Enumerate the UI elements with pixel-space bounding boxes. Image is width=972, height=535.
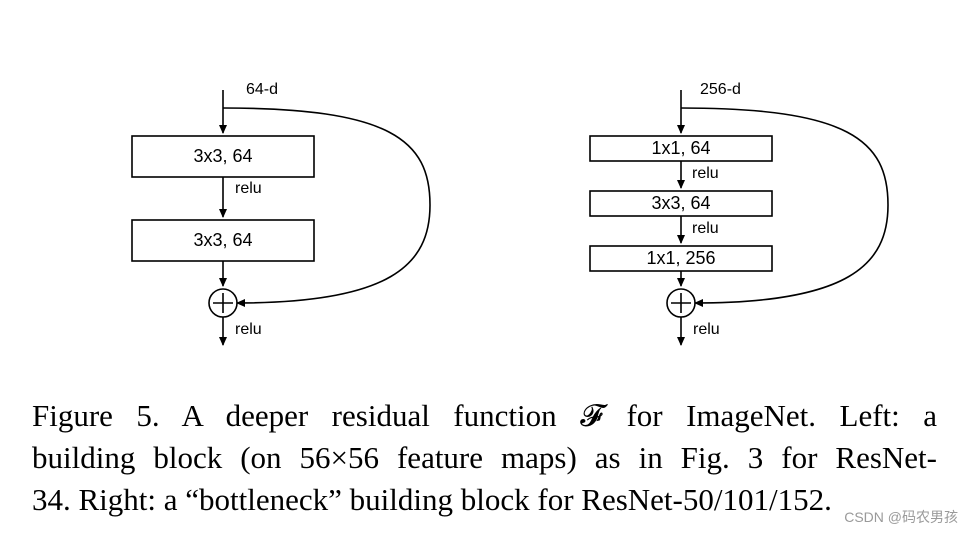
right-layer-3-label: 1x1, 256 xyxy=(646,248,715,268)
left-shortcut-connection xyxy=(222,107,431,307)
left-building-block: 64-d 3x3, 64 relu 3x3, 64 relu xyxy=(131,81,431,346)
right-shortcut-connection xyxy=(680,107,889,307)
right-layer-2-label: 3x3, 64 xyxy=(651,193,710,213)
left-relu-1-label: relu xyxy=(235,180,262,197)
figure-caption: Figure 5. A deeper residual function 𝓕 f… xyxy=(32,395,937,521)
right-relu-3-label: relu xyxy=(693,321,720,338)
right-relu-1-label: relu xyxy=(692,165,719,182)
left-layer-1-label: 3x3, 64 xyxy=(193,146,252,166)
right-bottleneck-block: 256-d 1x1, 64 relu 3x3, 64 relu 1x1, 256… xyxy=(589,81,889,346)
left-layer-2-label: 3x3, 64 xyxy=(193,230,252,250)
right-input-dim-label: 256-d xyxy=(700,81,741,98)
residual-block-diagram: 64-d 3x3, 64 relu 3x3, 64 relu 256-d 1x1… xyxy=(131,81,889,346)
left-relu-2-label: relu xyxy=(235,321,262,338)
right-layer-2-box xyxy=(589,190,773,217)
left-input-dim-label: 64-d xyxy=(246,81,278,98)
watermark: CSDN @码农男孩 xyxy=(844,509,958,525)
caption-line-2: building block (on 56×56 feature maps) a… xyxy=(32,440,937,475)
left-layer-2-box xyxy=(131,219,315,262)
right-layer-1-box xyxy=(589,135,773,162)
right-layer-1-label: 1x1, 64 xyxy=(651,138,710,158)
right-relu-2-label: relu xyxy=(692,220,719,237)
caption-line-3: 34. Right: a “bottleneck” building block… xyxy=(32,482,832,517)
right-layer-3-box xyxy=(589,245,773,272)
caption-line-1: Figure 5. A deeper residual function 𝓕 f… xyxy=(32,398,937,433)
